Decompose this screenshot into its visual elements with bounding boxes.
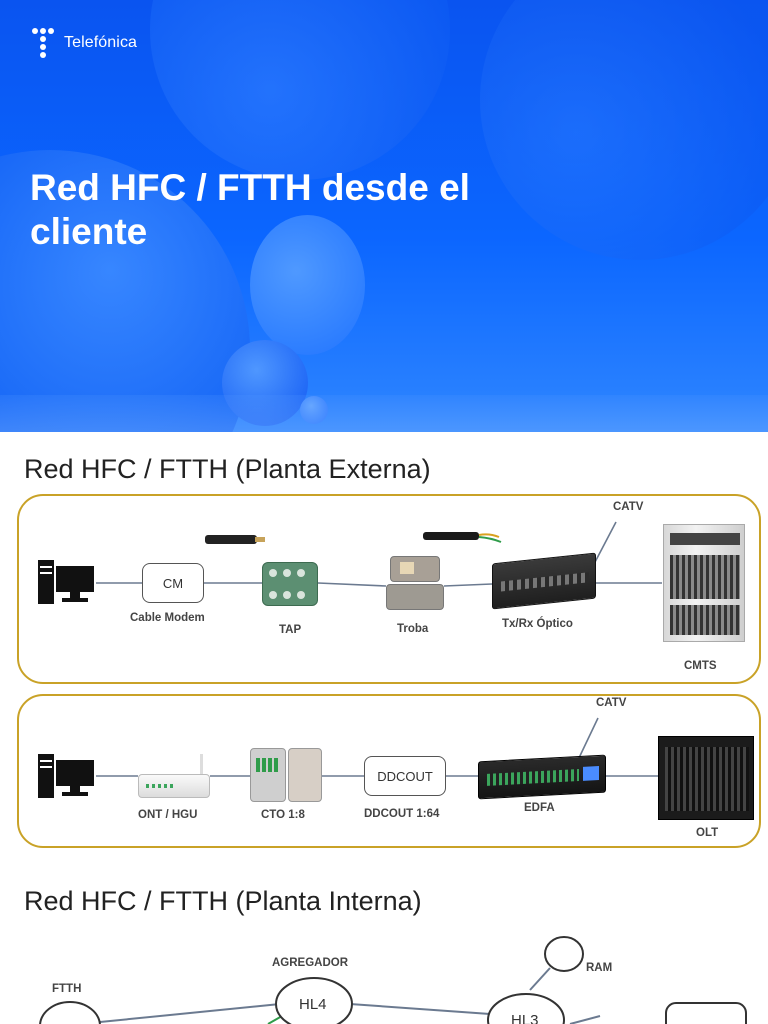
cover-title: Red HFC / FTTH desde el cliente: [30, 167, 470, 252]
cover-floor: [0, 395, 768, 432]
fiber-cable-icon: [423, 532, 502, 543]
decorative-bubble: [222, 340, 308, 426]
hl4-label: HL4: [299, 996, 327, 1013]
troba-device-icon: [386, 556, 444, 612]
ram-label: RAM: [586, 962, 613, 974]
agregador-label: AGREGADOR: [272, 957, 349, 969]
troba-label: Troba: [397, 623, 429, 635]
brand-name: Telefónica: [64, 34, 138, 51]
edfa-device-icon: [478, 754, 606, 800]
hl4-node: [275, 977, 353, 1024]
coax-cable-icon: [205, 535, 265, 544]
decorative-bubble: [250, 215, 365, 355]
cmts-label: CMTS: [684, 660, 717, 672]
tap-device-icon: [262, 562, 318, 606]
ftth-node: [39, 1001, 101, 1024]
computer-icon: [38, 560, 96, 604]
cable-modem-label: Cable Modem: [130, 612, 205, 624]
ddcout-node: DDCOUT: [364, 756, 446, 796]
internal-network-diagram: [39, 936, 747, 1024]
decorative-bubble: [300, 396, 328, 424]
edge-node: [665, 1002, 747, 1024]
hfc-panel: [17, 494, 761, 684]
cto-box-icon: [250, 748, 322, 802]
hl3-node: [487, 993, 565, 1024]
slide-title: Red HFC / FTTH (Planta Interna): [24, 886, 422, 916]
brand-logo: Telefónica: [32, 28, 137, 58]
ont-hgu-label: ONT / HGU: [138, 809, 198, 821]
tap-label: TAP: [279, 624, 302, 636]
decorative-bubble: [150, 0, 450, 180]
network-wires: [96, 521, 662, 777]
ram-node: [544, 936, 584, 972]
cmts-rack-icon: [663, 524, 745, 642]
catv-label: CATV: [596, 697, 627, 709]
edfa-label: EDFA: [524, 802, 555, 814]
hl3-label: HL3: [511, 1012, 539, 1024]
ont-router-icon: [138, 754, 210, 800]
cover-slide: Telefónica Red HFC / FTTH desde el clien…: [0, 0, 768, 432]
telefonica-logo-icon: [32, 28, 58, 58]
internal-plant-slide: Red HFC / FTTH (Planta Interna) FTTH AGR…: [0, 864, 768, 1024]
ddcout-label: DDCOUT 1:64: [364, 808, 440, 820]
external-plant-slide: Red HFC / FTTH (Planta Externa): [0, 432, 768, 864]
catv-label: CATV: [613, 501, 644, 513]
slide-title: Red HFC / FTTH (Planta Externa): [24, 454, 431, 484]
txrx-optical-label: Tx/Rx Óptico: [502, 618, 573, 630]
olt-chassis-icon: [658, 736, 754, 820]
computer-icon: [38, 754, 96, 798]
ftth-panel: [17, 694, 761, 848]
cm-node: CM: [142, 563, 204, 603]
olt-label: OLT: [696, 827, 719, 839]
cto-label: CTO 1:8: [261, 809, 305, 821]
ftth-label: FTTH: [52, 983, 82, 995]
